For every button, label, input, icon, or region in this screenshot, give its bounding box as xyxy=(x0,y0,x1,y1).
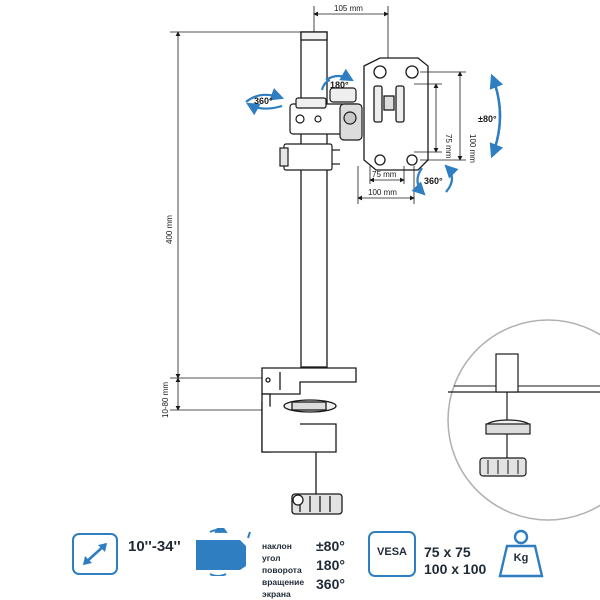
diagonal-arrow-icon xyxy=(83,543,107,565)
swivel-badge: 360° xyxy=(245,88,285,116)
label-swivel: поворота xyxy=(262,565,302,575)
dim-width-top-label: 105 mm xyxy=(334,4,363,13)
dim-vesa-vertical xyxy=(414,71,466,161)
label-angle: угол xyxy=(262,553,281,563)
vesa-large: 100 x 100 xyxy=(424,561,487,577)
dim-vesa-h-large-label: 100 mm xyxy=(468,134,477,163)
head-tilt-badge: 180° xyxy=(320,68,354,91)
vesa-values: 75 x 75 100 x 100 xyxy=(424,544,486,578)
label-screen: экрана xyxy=(262,589,291,599)
tilt-badge: ±80° xyxy=(478,73,504,159)
value-tilt: ±80° xyxy=(316,538,345,554)
clamp xyxy=(261,399,343,515)
screen-rotate-badge: 360° xyxy=(411,164,459,196)
vesa-plate xyxy=(363,57,429,171)
screen-rotation-icon xyxy=(196,528,251,576)
dim-clamp-range-label: 10-80 mm xyxy=(161,382,170,418)
dim-width-top xyxy=(313,6,389,58)
vesa-label: VESA xyxy=(377,546,407,558)
screen-size-icon xyxy=(72,533,118,575)
label-rotation: вращение xyxy=(262,577,305,587)
weight-label: Kg xyxy=(513,552,529,564)
rotation-labels: наклон угол поворота вращение экрана xyxy=(262,540,304,600)
vesa-icon: VESA xyxy=(368,531,416,577)
dim-vesa-horizontal xyxy=(357,166,415,204)
dim-height-pole xyxy=(170,31,301,379)
tilt-badge-label: ±80° xyxy=(478,114,497,124)
swivel-badge-label: 360° xyxy=(254,96,273,106)
vesa-small: 75 x 75 xyxy=(424,544,471,560)
head-tilt-badge-label: 180° xyxy=(330,80,349,90)
pole xyxy=(300,31,328,368)
tilt-head xyxy=(289,87,363,141)
rotation-values: ±80° 180° 360° xyxy=(316,537,345,594)
label-tilt: наклон xyxy=(262,541,292,551)
dim-vesa-w-large-label: 100 mm xyxy=(368,188,397,197)
dim-vesa-w-small-label: 75 mm xyxy=(372,170,397,179)
screen-rotate-badge-label: 360° xyxy=(424,176,443,186)
clamp-detail-inset xyxy=(447,319,600,521)
dim-vesa-h-small-label: 75 mm xyxy=(444,134,453,159)
value-rotation: 360° xyxy=(316,576,345,592)
dim-clamp-range xyxy=(170,377,262,411)
dim-height-pole-label: 400 mm xyxy=(165,215,174,244)
pole-collar xyxy=(279,143,340,171)
value-swivel: 180° xyxy=(316,557,345,573)
screen-size-value: 10''-34'' xyxy=(128,538,181,555)
weight-icon xyxy=(498,529,544,578)
